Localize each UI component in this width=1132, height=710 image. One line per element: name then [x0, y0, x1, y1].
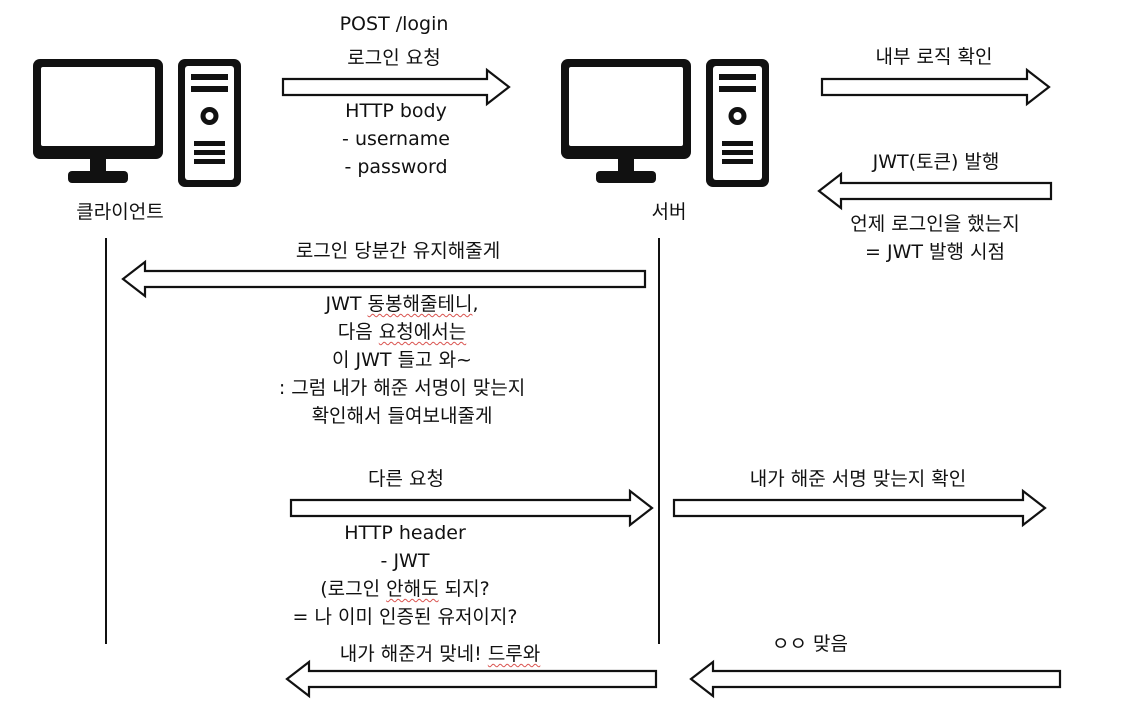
client-computer-icon	[33, 59, 241, 187]
verify-signature-arrow	[672, 488, 1047, 528]
jwt-issue-arrow	[817, 171, 1053, 211]
login-body-line: - password	[344, 156, 448, 178]
keep-login-note: JWT 동봉해줄테니, 다음 요청에서는 이 JWT 들고 와~ : 그럼 내가…	[279, 290, 525, 430]
internal-check-label: 내부 로직 확인	[875, 46, 993, 68]
login-request-arrow	[281, 67, 511, 107]
login-request-line: POST /login	[339, 13, 449, 35]
jwt-issue-note: 언제 로그인을 했는지 = JWT 발행 시점	[850, 210, 1019, 266]
jwt-issue-label: JWT(토큰) 발행	[872, 151, 1000, 173]
ok-label: ㅇㅇ 맞음	[772, 633, 848, 655]
keep-login-arrow	[121, 259, 647, 299]
other-request-arrow	[289, 488, 654, 528]
login-request-line: 로그인 요청	[347, 47, 441, 69]
other-request-line: = 나 이미 인증된 유저이지?	[292, 606, 518, 628]
keep-login-line: : 그럼 내가 해준 서명이 맞는지	[278, 377, 526, 399]
verify-signature-label: 내가 해준 서명 맞는지 확인	[749, 468, 967, 490]
other-request-line: HTTP header	[344, 522, 466, 544]
other-request-note: HTTP header - JWT (로그인 안해도 되지? = 나 이미 인증…	[293, 519, 518, 631]
response-label: 내가 해준거 맞네! 드루와	[339, 643, 541, 665]
login-request-title: POST /login 로그인 요청	[340, 10, 449, 72]
server-label: 서버	[651, 201, 687, 223]
server-computer-icon	[561, 59, 769, 187]
client-label: 클라이언트	[76, 201, 164, 223]
other-request-line: (로그인 안해도 되지?	[320, 578, 490, 600]
jwt-note-line: = JWT 발행 시점	[865, 241, 1005, 263]
keep-login-line: 확인해서 들여보내줄게	[311, 405, 493, 427]
ok-arrow	[689, 659, 1062, 699]
internal-check-arrow	[820, 67, 1051, 107]
other-request-line: - JWT	[380, 550, 430, 572]
login-body-line: HTTP body	[345, 100, 447, 122]
keep-login-line: 이 JWT 들고 와~	[332, 349, 472, 371]
response-arrow	[285, 659, 658, 699]
keep-login-title: 로그인 당분간 유지해줄게	[295, 240, 501, 262]
jwt-note-line: 언제 로그인을 했는지	[850, 213, 1020, 235]
keep-login-line: 다음 요청에서는	[337, 321, 467, 343]
keep-login-line: JWT 동봉해줄테니,	[325, 293, 479, 315]
other-request-title: 다른 요청	[368, 468, 444, 490]
login-body-line: - username	[342, 128, 450, 150]
login-request-body: HTTP body - username - password	[342, 97, 450, 181]
